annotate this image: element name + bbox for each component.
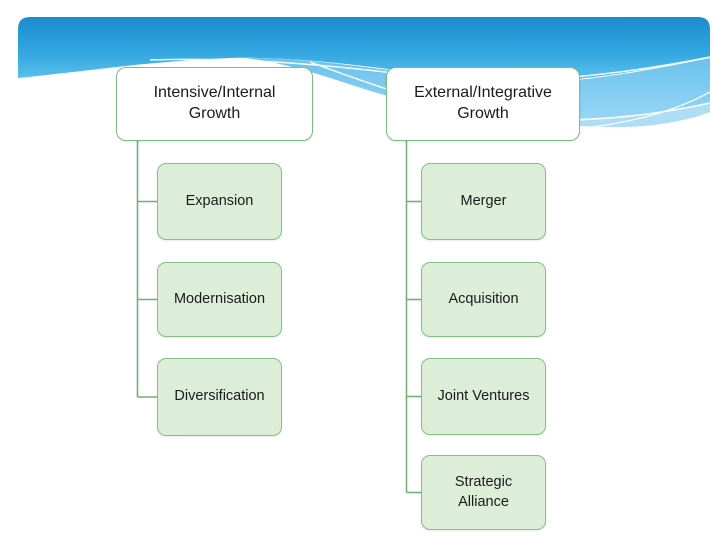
box-label: External/Integrative Growth — [414, 84, 552, 122]
box-intensive-internal-growth: Intensive/Internal Growth — [116, 67, 313, 141]
box-label: Merger — [460, 192, 507, 209]
box-label: Expansion — [185, 192, 254, 209]
box-label: Intensive/Internal Growth — [153, 84, 276, 122]
box-label: Joint Ventures — [437, 387, 530, 404]
box-label: Strategic Alliance — [454, 474, 513, 510]
box-external-integrative-growth: External/Integrative Growth — [386, 67, 580, 141]
box-diversification: Diversification — [157, 358, 282, 436]
box-acquisition: Acquisition — [421, 262, 546, 337]
box-modernisation: Modernisation — [157, 262, 282, 337]
box-label: Diversification — [174, 388, 265, 405]
wave-line-lower — [559, 91, 711, 131]
box-label: Modernisation — [173, 290, 266, 307]
box-strategic-alliance: Strategic Alliance — [421, 455, 546, 530]
box-label: Acquisition — [448, 290, 519, 307]
box-expansion: Expansion — [157, 163, 282, 240]
wave-base-shape — [18, 17, 710, 82]
box-joint-ventures: Joint Ventures — [421, 358, 546, 435]
box-merger: Merger — [421, 163, 546, 240]
